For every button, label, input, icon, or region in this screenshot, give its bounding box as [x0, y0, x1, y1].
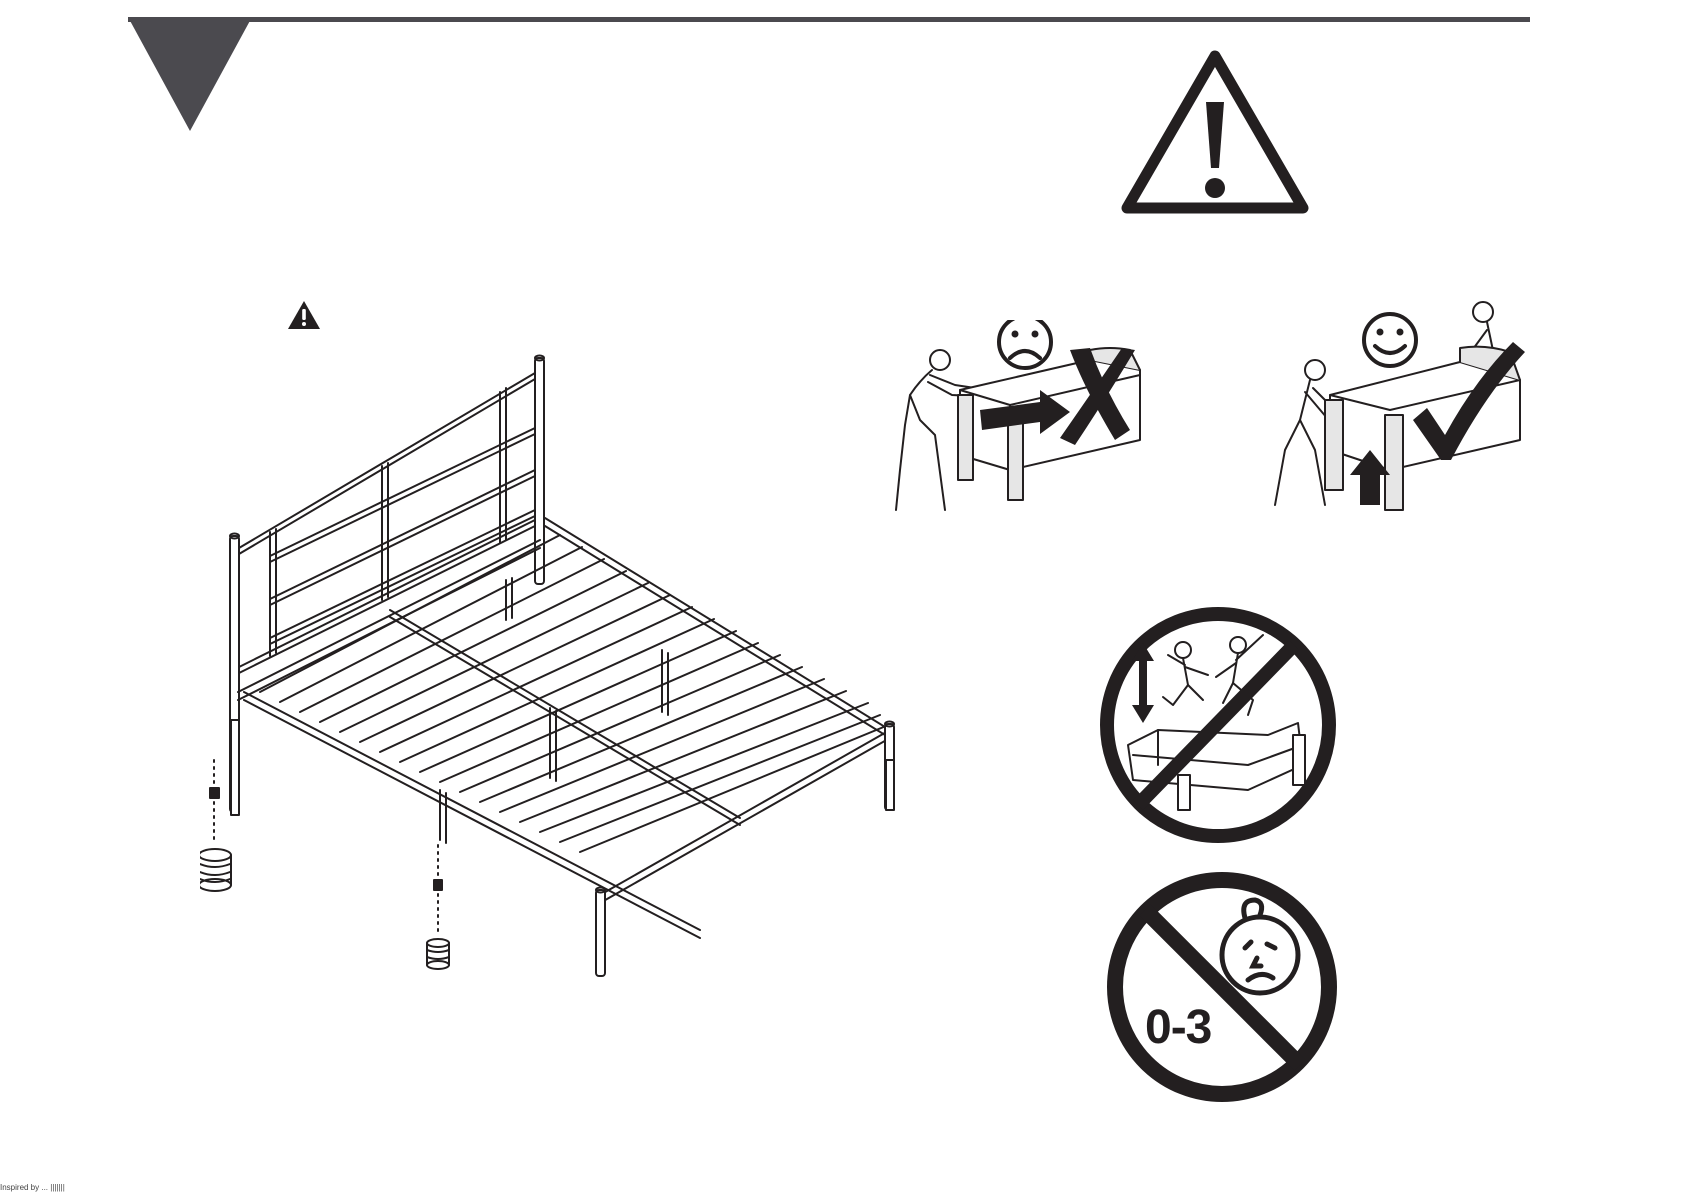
warning-triangle-icon: [287, 300, 321, 330]
top-rule: [128, 17, 1530, 22]
sad-face-icon: [999, 320, 1051, 368]
leg-cap-center: [427, 939, 449, 969]
no-children-icon: [1105, 870, 1340, 1105]
step-marker-triangle: [128, 17, 258, 132]
warning-triangle-icon: [1120, 50, 1310, 220]
bed-slats: [260, 535, 886, 852]
happy-face-icon: [1364, 314, 1416, 366]
footer-text: Inspired by ... |||||||: [0, 1183, 65, 1192]
sliding-bed-wrong-illustration: [860, 320, 1160, 520]
leg-cap-left: [200, 849, 231, 891]
no-jumping-icon: [1098, 605, 1338, 845]
age-restriction-label: 0-3: [1145, 1004, 1211, 1052]
lifting-bed-right-illustration: [1255, 300, 1555, 520]
